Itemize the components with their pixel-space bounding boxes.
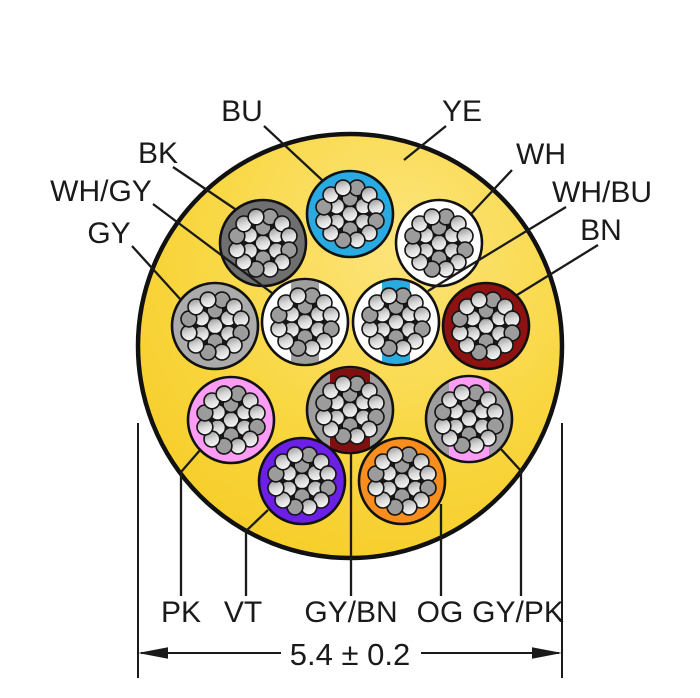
label-gy-bn: GY/BN — [304, 596, 397, 629]
strand-icon — [215, 385, 233, 403]
label-gy-pk: GY/PK — [472, 596, 564, 629]
leader-pk — [179, 448, 202, 596]
strand-icon — [423, 208, 441, 226]
wire-wh — [394, 198, 484, 288]
leader-wh-bu — [427, 206, 567, 292]
arrowhead-left-icon — [138, 647, 168, 659]
label-vt: VT — [224, 596, 262, 629]
label-wh-bu: WH/BU — [552, 176, 652, 209]
wire-wh_bu — [351, 277, 441, 367]
wire-gy — [170, 281, 260, 371]
dimension-value: 5.4 ± 0.2 — [290, 637, 410, 672]
leader-gy-pk — [499, 447, 523, 596]
wire-og — [357, 436, 447, 526]
leader-bn — [516, 244, 599, 296]
wire-labels: BU YE BK WH/GY GY WH WH/BU BN PK VT GY/B… — [50, 95, 652, 672]
leader-bk — [172, 166, 236, 210]
strand-icon — [334, 375, 352, 393]
wire-pk — [186, 375, 276, 465]
strand-icon — [199, 291, 217, 309]
arrowhead-right-icon — [532, 647, 562, 659]
wire-bk — [218, 198, 308, 288]
label-pk: PK — [161, 596, 201, 629]
strand-icon — [247, 208, 265, 226]
leader-lines — [131, 125, 599, 596]
wire-gy_bn — [305, 365, 395, 455]
dimension-lines — [137, 423, 563, 678]
strand-icon — [386, 446, 404, 464]
wire-bu — [305, 169, 395, 259]
wire-bundles — [170, 169, 531, 526]
label-bk: BK — [138, 137, 178, 170]
label-wh-gy: WH/GY — [50, 175, 152, 208]
strand-icon — [289, 287, 307, 305]
strand-icon — [334, 179, 352, 197]
label-gy: GY — [87, 217, 130, 250]
leader-wh — [469, 169, 513, 216]
leader-bu — [263, 125, 323, 181]
strand-icon — [286, 446, 304, 464]
label-og: OG — [417, 596, 464, 629]
label-bn: BN — [580, 214, 622, 247]
label-bu: BU — [221, 95, 263, 128]
strand-icon — [453, 384, 471, 402]
label-wh: WH — [516, 138, 566, 171]
strand-icon — [470, 291, 488, 309]
wire-bn — [441, 281, 531, 371]
leader-wh-gy — [152, 203, 273, 294]
strand-icon — [380, 287, 398, 305]
leader-vt — [244, 509, 269, 596]
label-ye: YE — [442, 95, 482, 128]
leader-ye — [403, 125, 447, 161]
wire-wh_gy — [260, 277, 350, 367]
wire-vt — [257, 436, 347, 526]
wire-gy_pk — [424, 374, 514, 464]
leader-gy — [131, 245, 182, 301]
